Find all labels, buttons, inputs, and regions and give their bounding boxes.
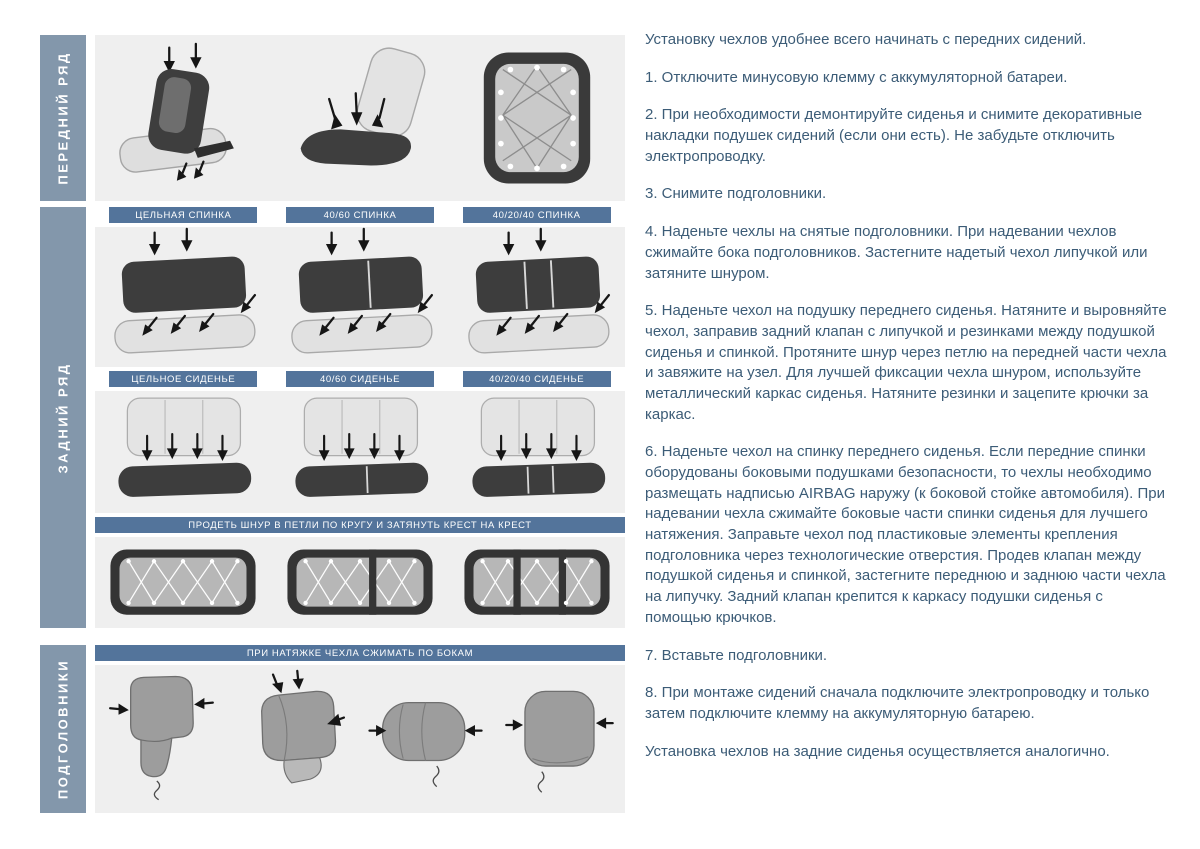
cushion-40-20-40-cell <box>448 391 625 513</box>
cushion-banner-row: ЦЕЛЬНОЕ СИДЕНЬЕ 40/60 СИДЕНЬЕ 40/20/40 С… <box>95 371 625 387</box>
headrest-pillow-illustration <box>504 690 614 793</box>
back-row-side-label: ЗАДНИЙ РЯД <box>40 207 86 628</box>
instruction-step-8: 8. При монтаже сидений сначала подключит… <box>645 684 1150 722</box>
front-seat-lacing-cell <box>448 35 625 201</box>
instruction-step-2: 2. При необходимости демонтируйте сидень… <box>645 106 1143 165</box>
back-row-section: ЗАДНИЙ РЯД ЦЕЛЬНАЯ СПИНКА 40/60 СПИНКА 4… <box>40 207 625 628</box>
headrests-section: ПОДГОЛОВНИКИ ПРИ НАТЯЖКЕ ЧЕХЛА СЖИМАТЬ П… <box>40 645 625 813</box>
instructions-intro: Установку чехлов удобнее всего начинать … <box>645 31 1087 48</box>
headrest-cylinder-cell <box>360 665 493 813</box>
headrest-folded-cover-illustration <box>260 669 345 784</box>
lacing-panel <box>95 537 625 628</box>
cushion-40-20-40-illustration <box>472 397 605 497</box>
backrest-banner-cell-2: 40/60 СПИНКА <box>272 207 449 223</box>
headrests-banner: ПРИ НАТЯЖКЕ ЧЕХЛА СЖИМАТЬ ПО БОКАМ <box>95 645 625 661</box>
headrests-content: ПРИ НАТЯЖКЕ ЧЕХЛА СЖИМАТЬ ПО БОКАМ <box>95 645 625 813</box>
instruction-step-1: 1. Отключите минусовую клемму с аккумуля… <box>645 68 1068 86</box>
headrest-folded-cell <box>228 665 361 813</box>
solid-cushion-illustration <box>118 397 252 497</box>
lacing-solid-illustration <box>110 548 256 615</box>
instructions-outro: Установка чехлов на задние сиденья осуще… <box>645 742 1110 760</box>
instruction-step-4: 4. Наденьте чехлы на снятые подголовники… <box>645 223 1148 282</box>
headrest-curved-cover-illustration <box>109 675 215 801</box>
headrests-panel <box>95 665 625 813</box>
instruction-step-6: 6. Наденьте чехол на спинку переднего си… <box>645 443 1166 626</box>
front-row-section: ПЕРЕДНИЙ РЯД <box>40 35 625 201</box>
lacing-40-60-cell <box>272 537 449 628</box>
front-row-content <box>95 35 625 201</box>
cushion-banner-cell-1: ЦЕЛЬНОЕ СИДЕНЬЕ <box>95 371 272 387</box>
backrest-banner-cell-3: 40/20/40 СПИНКА <box>448 207 625 223</box>
front-row-side-label: ПЕРЕДНИЙ РЯД <box>40 35 86 201</box>
lacing-40-20-40-cell <box>448 537 625 628</box>
banner-40-60-cushion: 40/60 СИДЕНЬЕ <box>286 371 434 387</box>
solid-cushion-cell <box>95 391 272 513</box>
lacing-solid-cell <box>95 537 272 628</box>
solid-backrest-illustration <box>114 227 257 354</box>
instructions-text-column: Установку чехлов удобнее всего начинать … <box>645 30 1167 779</box>
instruction-step-7: 7. Вставьте подголовники. <box>645 646 828 664</box>
banner-solid-cushion: ЦЕЛЬНОЕ СИДЕНЬЕ <box>109 371 258 387</box>
lacing-40-60-illustration <box>287 548 433 615</box>
instruction-step-3: 3. Снимите подголовники. <box>645 185 827 203</box>
front-row-label-text: ПЕРЕДНИЙ РЯД <box>55 51 71 185</box>
back-row-content: ЦЕЛЬНАЯ СПИНКА 40/60 СПИНКА 40/20/40 СПИ… <box>95 207 625 628</box>
cushion-40-60-illustration <box>295 397 429 497</box>
backrest-40-20-40-cell <box>448 227 625 367</box>
headrest-cylinder-illustration <box>368 701 483 788</box>
headrests-side-label: ПОДГОЛОВНИКИ <box>40 645 86 813</box>
solid-backrest-cell <box>95 227 272 367</box>
cushion-panel <box>95 391 625 513</box>
headrest-pillow-cell <box>493 665 626 813</box>
cushion-banner-cell-2: 40/60 СИДЕНЬЕ <box>272 371 449 387</box>
lacing-banner: ПРОДЕТЬ ШНУР В ПЕТЛИ ПО КРУГУ И ЗАТЯНУТЬ… <box>95 517 625 533</box>
instruction-step-5: 5. Наденьте чехол на подушку переднего с… <box>645 302 1167 423</box>
banner-40-60-backrest: 40/60 СПИНКА <box>286 207 434 223</box>
front-seat-cushion-cover-cell <box>272 35 449 201</box>
backrest-panel <box>95 227 625 367</box>
backrest-banner-row: ЦЕЛЬНАЯ СПИНКА 40/60 СПИНКА 40/20/40 СПИ… <box>95 207 625 223</box>
front-seat-lacing-illustration <box>483 52 590 184</box>
front-seat-back-cover-illustration <box>119 42 234 181</box>
cushion-banner-cell-3: 40/20/40 СИДЕНЬЕ <box>448 371 625 387</box>
banner-solid-backrest: ЦЕЛЬНАЯ СПИНКА <box>109 207 258 223</box>
headrests-label-text: ПОДГОЛОВНИКИ <box>55 658 71 800</box>
front-row-panel <box>95 35 625 201</box>
front-seat-back-cover-cell <box>95 35 272 201</box>
backrest-40-60-cell <box>272 227 449 367</box>
banner-40-20-40-backrest: 40/20/40 СПИНКА <box>462 207 611 223</box>
headrest-curved-cell <box>95 665 228 813</box>
backrest-banner-cell-1: ЦЕЛЬНАЯ СПИНКА <box>95 207 272 223</box>
cushion-40-60-cell <box>272 391 449 513</box>
front-seat-cushion-cover-illustration <box>300 47 425 166</box>
back-row-label-text: ЗАДНИЙ РЯД <box>55 362 71 473</box>
backrest-40-60-illustration <box>291 227 434 354</box>
banner-40-20-40-cushion: 40/20/40 СИДЕНЬЕ <box>462 371 611 387</box>
backrest-40-20-40-illustration <box>467 227 610 354</box>
lacing-40-20-40-illustration <box>464 548 610 615</box>
